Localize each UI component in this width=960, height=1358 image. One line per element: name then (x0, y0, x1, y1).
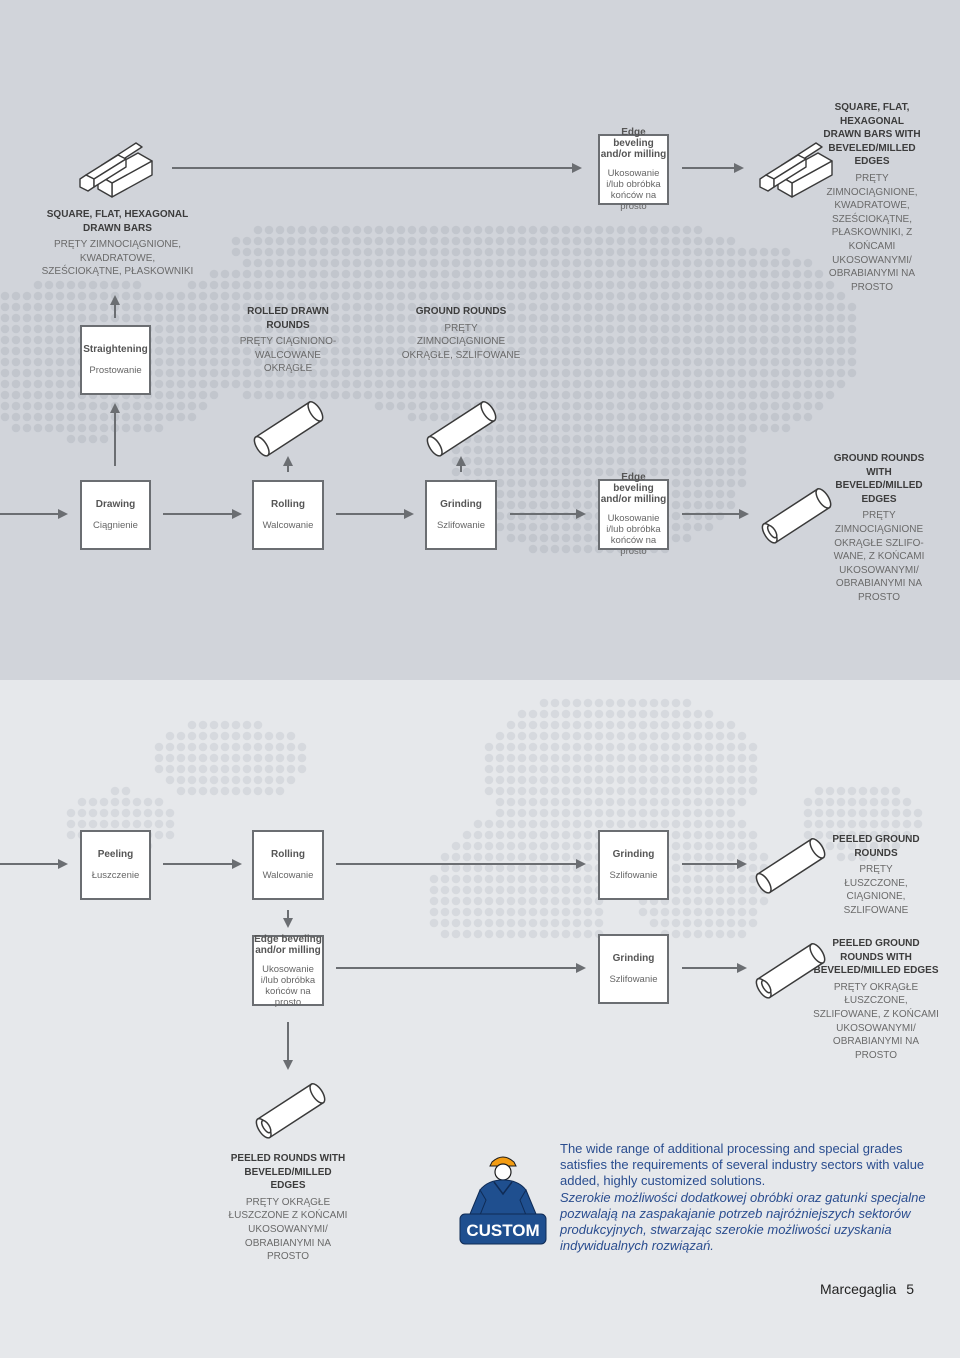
step-label: Straightening (83, 344, 148, 355)
step-label-pl: Szlifowanie (609, 870, 658, 881)
product-square-bars-edges: SQUARE, FLAT, HEXAGONAL DRAWN BARS WITH … (822, 101, 922, 294)
rolling-box-top[interactable]: Rolling Walcowanie (252, 480, 324, 550)
product-title: PEELED GROUND ROUNDS WITH BEVELED/MILLED… (813, 938, 939, 977)
step-label: Edge beveling and/or milling (600, 472, 667, 505)
drawing-box[interactable]: Drawing Ciągnienie (80, 480, 151, 550)
step-label: Edge beveling and/or milling (600, 127, 667, 160)
step-label-pl: Łuszczenie (91, 870, 140, 881)
step-label-pl: Ukosowanie i/lub obróbka końców na prost… (606, 513, 661, 557)
product-title: PEELED ROUNDS WITH BEVELED/MILLED EDGES (230, 1153, 346, 1192)
grinding-box-top[interactable]: Grinding Szlifowanie (425, 480, 497, 550)
step-label: Grinding (612, 849, 655, 860)
product-desc: PRĘTY ZIMNOCIĄGNIONE, KWADRATOWE, SZEŚCI… (41, 239, 194, 278)
product-peeled-ground: PEELED GROUND ROUNDS PRĘTY ŁUSZCZONE, CI… (832, 833, 920, 918)
round-bar-icon (253, 401, 324, 457)
grinding-box-b1[interactable]: Grinding Szlifowanie (598, 830, 669, 900)
beveled-bar-icon (761, 488, 832, 544)
product-title: GROUND ROUNDS WITH BEVELED/MILLED EDGES (833, 453, 925, 505)
peeled-beveled-bar-icon (755, 943, 826, 999)
grinding-box-b2[interactable]: Grinding Szlifowanie (598, 934, 669, 1004)
rolling-box-bottom[interactable]: Rolling Walcowanie (252, 830, 324, 900)
step-label: Edge beveling and/or milling (254, 933, 322, 956)
product-desc: PRĘTY OKRĄGŁE ŁUSZCZONE Z KOŃCAMI UKOSOW… (228, 1196, 348, 1263)
step-label: Grinding (612, 953, 655, 964)
product-desc: PRĘTY OKRĄGŁE ŁUSZCZONE, SZLIFOWANE, Z K… (813, 981, 939, 1061)
page-footer: Marcegaglia 5 (820, 1281, 914, 1297)
step-label-pl: Szlifowanie (609, 974, 658, 985)
product-desc: PRĘTY ŁUSZCZONE, CIĄGNIONE, SZLIFOWANE (843, 864, 909, 916)
summary-pl: Szerokie możliwości dodatkowej obróbki o… (560, 1189, 926, 1254)
step-label-pl: Ciągnienie (93, 520, 138, 531)
edge-box-bottom[interactable]: Edge beveling and/or milling Ukosowanie … (252, 933, 324, 1008)
step-label: Rolling (271, 849, 305, 860)
product-title: SQUARE, FLAT, HEXAGONAL DRAWN BARS (46, 209, 189, 234)
product-desc: PRĘTY CIĄGNIONO- WALCOWANE OKRĄGŁE (239, 336, 337, 375)
summary-en: The wide range of additional processing … (560, 1141, 925, 1189)
product-desc: PRĘTY ZIMNOCIĄGNIONE OKRĄGŁE SZLIFO- WAN… (833, 510, 925, 603)
product-square-bars: SQUARE, FLAT, HEXAGONAL DRAWN BARS PRĘTY… (40, 208, 195, 279)
step-label-pl: Ukosowanie i/lub obróbka końców na prost… (260, 963, 316, 1008)
product-desc: PRĘTY ZIMNOCIĄGNIONE, KWADRATOWE, SZEŚCI… (826, 172, 918, 293)
bars-bundle-icon (79, 142, 153, 198)
peeling-box[interactable]: Peeling Łuszczenie (80, 830, 151, 900)
product-title: ROLLED DRAWN ROUNDS (247, 306, 329, 331)
product-title: SQUARE, FLAT, HEXAGONAL DRAWN BARS WITH … (823, 102, 921, 168)
straightening-box[interactable]: Straightening Prostowanie (80, 325, 151, 395)
edge-box-mid[interactable]: Edge beveling and/or milling Ukosowanie … (598, 472, 669, 557)
logo-text: CUSTOM (466, 1221, 539, 1240)
peeled-edges-bar-icon (255, 1083, 326, 1139)
product-title: PEELED GROUND ROUNDS (832, 834, 920, 859)
peeled-bar-icon (755, 838, 826, 894)
step-label-pl: Ukosowanie i/lub obróbka końców na prost… (606, 168, 661, 212)
lower-panel (0, 680, 960, 1358)
page-number: 5 (906, 1281, 915, 1297)
step-label: Rolling (271, 499, 305, 510)
product-title: GROUND ROUNDS (415, 306, 507, 317)
step-label: Grinding (440, 499, 482, 510)
step-label-pl: Szlifowanie (436, 520, 486, 531)
brand-name: Marcegaglia (820, 1281, 897, 1297)
step-label-pl: Walcowanie (262, 520, 314, 531)
edge-box-top[interactable]: Edge beveling and/or milling Ukosowanie … (598, 127, 669, 212)
product-peeled-edges: PEELED ROUNDS WITH BEVELED/MILLED EDGES … (228, 1152, 348, 1264)
step-label-pl: Prostowanie (89, 365, 142, 376)
product-desc: PRĘTY ZIMNOCIĄGNIONE OKRĄGŁE, SZLIFOWANE (401, 322, 521, 361)
bars-bundle-edges-icon (759, 142, 833, 198)
step-label-pl: Walcowanie (262, 870, 314, 881)
summary-text: The wide range of additional processing … (560, 1141, 940, 1254)
product-rolled-drawn: ROLLED DRAWN ROUNDS PRĘTY CIĄGNIONO- WAL… (238, 305, 338, 376)
product-peeled-ground-edges: PEELED GROUND ROUNDS WITH BEVELED/MILLED… (812, 937, 940, 1062)
ground-bar-icon (426, 401, 497, 457)
step-label: Peeling (97, 849, 134, 860)
product-ground-rounds: GROUND ROUNDS PRĘTY ZIMNOCIĄGNIONE OKRĄG… (400, 305, 522, 362)
product-ground-rounds-edges: GROUND ROUNDS WITH BEVELED/MILLED EDGES … (826, 452, 932, 605)
step-label: Drawing (95, 499, 136, 510)
custom-worker-logo: CUSTOM (459, 1156, 547, 1245)
